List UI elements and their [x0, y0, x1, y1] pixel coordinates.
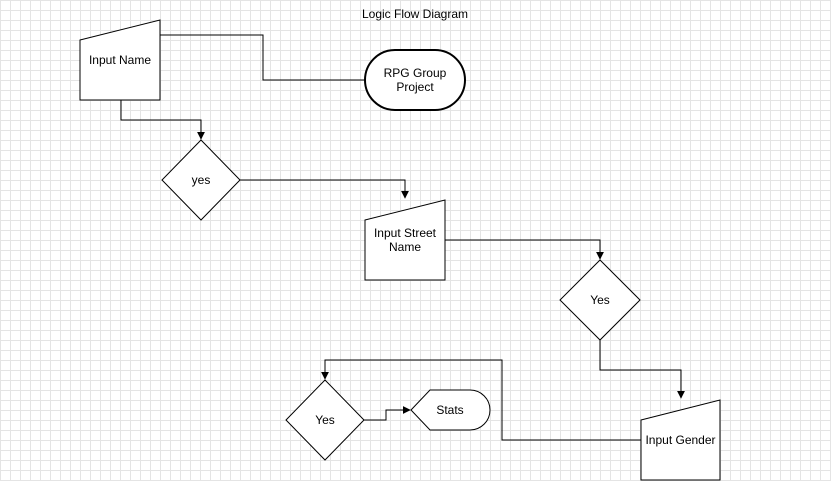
display-label: Stats [436, 403, 464, 417]
decision-1-diamond-shape [161, 139, 241, 221]
input-gender-manual-input-shape [640, 399, 721, 481]
input-gender-label: Input Gender [645, 433, 716, 447]
decision-3-label: Yes [315, 413, 335, 427]
connector-input-street-to-decision-2 [445, 239, 604, 260]
diagram-title: Logic Flow Diagram [361, 7, 469, 21]
connector-decision-1-to-input-street [240, 179, 409, 199]
connector-input-name-to-decision-1 [120, 100, 205, 140]
decision-2-diamond-shape [559, 259, 641, 341]
input-street-manual-input-shape [364, 199, 446, 281]
connector-decision-3-to-display [364, 406, 411, 421]
start-terminator-label: RPG Group Project [383, 66, 447, 94]
start-terminator-shape [364, 49, 466, 111]
input-street-label: Input Street Name [373, 226, 437, 254]
input-name-label: Input Name [88, 53, 152, 67]
display-shape [410, 389, 491, 431]
input-name-manual-input-shape [79, 19, 161, 101]
decision-3-diamond-shape [285, 379, 365, 461]
connector-decision-2-to-input-gender [599, 340, 685, 399]
decision-1-label: yes [191, 173, 211, 187]
connector-input-gender-to-decision-3 [321, 359, 641, 441]
decision-2-label: Yes [590, 293, 610, 307]
